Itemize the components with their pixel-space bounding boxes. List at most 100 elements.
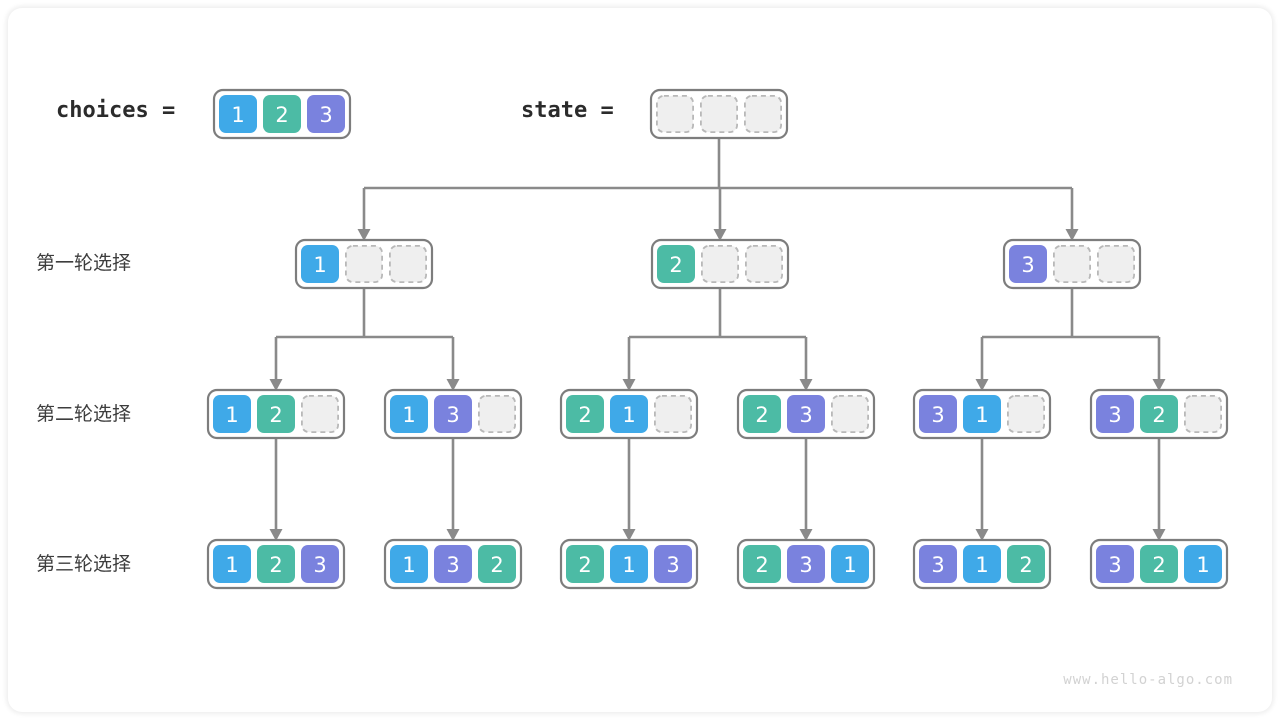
row-label-round-3: 第三轮选择 <box>36 553 131 575</box>
arrowhead <box>975 379 989 391</box>
cell-filled: 2 <box>1140 395 1178 433</box>
cell-value: 1 <box>843 553 856 577</box>
arrowhead <box>622 529 636 541</box>
cell-value: 1 <box>622 553 635 577</box>
state-box-round3-3: 2 1 3 <box>559 538 699 590</box>
cell-empty <box>1097 244 1136 283</box>
cell-value: 3 <box>1108 553 1121 577</box>
cell-filled: 1 <box>301 245 339 283</box>
cell-filled: 3 <box>787 395 825 433</box>
cell-filled: 3 <box>301 545 339 583</box>
cell-filled: 2 <box>1140 545 1178 583</box>
cell-value: 1 <box>402 553 415 577</box>
cell-filled: 3 <box>434 545 472 583</box>
cell-filled: 2 <box>1007 545 1045 583</box>
cell-filled: 2 <box>743 395 781 433</box>
cell-empty <box>1007 394 1046 433</box>
cell-filled: 1 <box>963 545 1001 583</box>
arrowhead <box>446 529 460 541</box>
choices-label: choices = <box>56 98 175 123</box>
cell-value: 2 <box>578 553 591 577</box>
cell-value: 3 <box>1108 403 1121 427</box>
cell-empty <box>745 244 784 283</box>
cell-filled: 3 <box>919 545 957 583</box>
cell-filled: 3 <box>787 545 825 583</box>
cell-value: 2 <box>1019 553 1032 577</box>
arrowhead <box>269 379 283 391</box>
cell-value: 2 <box>1152 553 1165 577</box>
cell-value: 3 <box>931 553 944 577</box>
cell-empty <box>388 244 427 283</box>
cell-value: 3 <box>666 553 679 577</box>
cell-empty <box>1053 244 1092 283</box>
row-label-round-2: 第二轮选择 <box>36 403 131 425</box>
cell-value: 1 <box>975 553 988 577</box>
arrowhead <box>1152 379 1166 391</box>
cell-filled: 2 <box>263 95 301 133</box>
cell-value: 3 <box>799 553 812 577</box>
cell-filled: 1 <box>963 395 1001 433</box>
cell-value: 2 <box>269 403 282 427</box>
cell-value: 3 <box>319 103 332 127</box>
cell-filled: 1 <box>213 545 251 583</box>
cell-value: 3 <box>446 553 459 577</box>
cell-filled: 3 <box>1009 245 1047 283</box>
cell-empty <box>654 394 693 433</box>
arrowhead <box>975 529 989 541</box>
arrowhead <box>713 229 727 241</box>
cell-value: 2 <box>669 253 682 277</box>
cell-filled: 1 <box>1184 545 1222 583</box>
cell-value: 3 <box>931 403 944 427</box>
cell-value: 3 <box>1021 253 1034 277</box>
cell-value: 1 <box>975 403 988 427</box>
cell-filled: 3 <box>654 545 692 583</box>
cell-value: 2 <box>275 103 288 127</box>
cell-filled: 1 <box>213 395 251 433</box>
choices-array-box: 1 2 3 <box>212 88 352 140</box>
cell-value: 3 <box>799 403 812 427</box>
state-box-round3-5: 3 1 2 <box>912 538 1052 590</box>
cell-empty <box>831 394 870 433</box>
state-box-round1-3: 3 <box>1002 238 1142 290</box>
state-array-box <box>649 88 789 140</box>
cell-filled: 2 <box>743 545 781 583</box>
cell-value: 2 <box>755 403 768 427</box>
state-box-round1-1: 1 <box>294 238 434 290</box>
cell-filled: 3 <box>1096 395 1134 433</box>
cell-filled: 2 <box>566 395 604 433</box>
state-label: state = <box>521 98 614 123</box>
cell-empty <box>656 95 695 134</box>
cell-value: 2 <box>578 403 591 427</box>
cell-filled: 2 <box>257 395 295 433</box>
cell-value: 2 <box>755 553 768 577</box>
cell-value: 1 <box>225 403 238 427</box>
arrowhead <box>1152 529 1166 541</box>
arrowhead <box>357 229 371 241</box>
cell-empty <box>744 95 783 134</box>
cell-filled: 2 <box>478 545 516 583</box>
cell-filled: 3 <box>434 395 472 433</box>
arrowhead <box>269 529 283 541</box>
cell-value: 1 <box>313 253 326 277</box>
cell-value: 1 <box>231 103 244 127</box>
state-box-round3-4: 2 3 1 <box>736 538 876 590</box>
cell-value: 3 <box>313 553 326 577</box>
cell-filled: 1 <box>390 545 428 583</box>
watermark: www.hello-algo.com <box>1063 672 1233 688</box>
cell-value: 2 <box>490 553 503 577</box>
cell-filled: 1 <box>831 545 869 583</box>
cell-value: 2 <box>1152 403 1165 427</box>
cell-value: 1 <box>225 553 238 577</box>
state-box-round3-2: 1 3 2 <box>383 538 523 590</box>
cell-filled: 3 <box>307 95 345 133</box>
arrowhead <box>799 379 813 391</box>
row-label-round-1: 第一轮选择 <box>36 252 131 274</box>
